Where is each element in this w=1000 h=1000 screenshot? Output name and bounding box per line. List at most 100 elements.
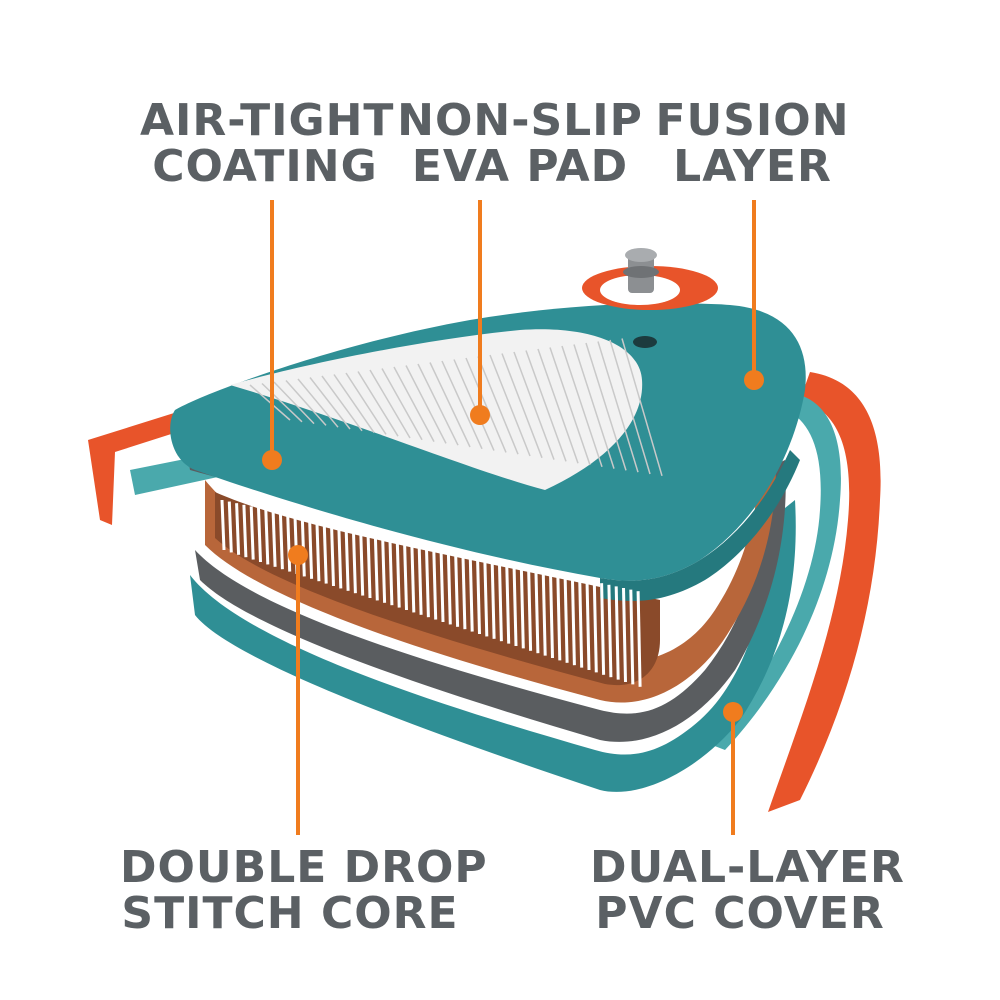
eva-pad-groove (321, 375, 363, 432)
bottom-teal-layer (190, 500, 796, 792)
drop-stitch-thread (395, 538, 401, 608)
valve-ring (623, 266, 659, 278)
drop-stitch-thread (373, 533, 379, 601)
drop-stitch-thread (308, 519, 314, 579)
eva-pad-groove (285, 380, 327, 426)
drop-stitch-thread (468, 554, 474, 632)
drop-stitch-thread (454, 551, 460, 627)
drop-stitch-thread (439, 547, 445, 623)
drop-stitch-thread (622, 587, 627, 683)
drop-stitch-thread (410, 541, 416, 613)
drop-stitch-thread (271, 511, 277, 567)
label-fusion-line1: FUSION (655, 95, 850, 146)
eva-pad-groove (513, 351, 555, 460)
drop-stitch-thread (417, 543, 423, 615)
drop-stitch-thread (278, 512, 284, 570)
label-air-tight-coating: AIR-TIGHT COATING (140, 95, 395, 192)
drop-stitch-thread (286, 514, 292, 572)
eva-pad-groove (333, 374, 375, 434)
drop-stitch-thread (600, 583, 606, 675)
drop-stitch-thread (388, 536, 394, 606)
drop-stitch-thread (483, 557, 489, 637)
eva-pad-groove (309, 377, 351, 430)
drop-stitch-thread (351, 528, 357, 594)
leader-core-dot (288, 545, 308, 565)
drop-stitch-thread (344, 527, 350, 591)
eva-pad-groove (357, 371, 399, 437)
drop-stitch-thread (359, 530, 365, 596)
leader-pvc-dot (723, 702, 743, 722)
drop-stitch-thread (578, 578, 584, 668)
drop-stitch-thread (424, 544, 430, 618)
drop-stitch-thread (527, 567, 533, 651)
drop-stitch-thread (476, 555, 481, 635)
drop-stitch-threads (220, 499, 642, 687)
drop-stitch-thread (512, 563, 518, 647)
label-double-drop-stitch-core: DOUBLE DROP STITCH CORE (120, 842, 488, 939)
eva-pad-groove (441, 360, 483, 450)
drop-stitch-thread (497, 560, 503, 642)
label-fusion-line2: LAYER (673, 141, 832, 192)
label-air-tight-line1: AIR-TIGHT (140, 95, 395, 146)
eva-pad-groove (381, 368, 423, 441)
teal-cover-strip-right (712, 395, 841, 750)
drop-stitch-thread (227, 501, 233, 553)
eva-pad-groove (261, 382, 303, 423)
drop-stitch-thread (490, 559, 496, 639)
drop-stitch-thread (556, 573, 562, 661)
drop-stitch-thread (315, 520, 321, 582)
drop-stitch-thread (629, 589, 635, 685)
drop-stitch-thread (592, 581, 598, 673)
drop-stitch-thread (519, 565, 525, 649)
drop-stitch-thread (403, 539, 408, 611)
label-air-tight-line2: COATING (152, 141, 378, 192)
eva-pad-groove (429, 362, 471, 448)
drop-stitch-thread (549, 571, 554, 659)
drop-stitch-thread (432, 546, 438, 620)
eva-pad-groove (621, 338, 663, 477)
drop-stitch-thread (330, 523, 335, 587)
valve-cap (625, 248, 657, 262)
drop-stitch-thread (461, 552, 467, 630)
drop-stitch-thread (337, 525, 343, 589)
drop-stitch-thread (242, 504, 248, 558)
eva-pad-groove (525, 350, 567, 462)
label-core-line2: STITCH CORE (121, 888, 459, 939)
eva-pad-groove (561, 345, 603, 468)
drop-stitch-thread (505, 562, 511, 644)
drop-stitch-thread (570, 576, 576, 666)
eva-pad-groove (477, 356, 519, 455)
drop-stitch-thread (235, 503, 241, 555)
drop-stitch-thread (636, 591, 642, 687)
drop-stitch-thread (446, 549, 452, 625)
hole (633, 336, 657, 348)
eva-pad-groove (345, 372, 387, 435)
drop-stitch-thread (614, 586, 620, 680)
drop-stitch-thread (322, 522, 328, 584)
eva-pad-groove (369, 369, 411, 439)
label-pvc-line1: DUAL-LAYER (590, 842, 905, 893)
drop-stitch-thread (249, 506, 255, 560)
drop-stitch-thread (220, 499, 226, 551)
eva-pad-grooves (249, 338, 663, 477)
drop-stitch-thread (534, 568, 540, 654)
eva-pad-groove (597, 341, 639, 473)
eva-pad-groove (489, 354, 531, 457)
label-non-slip-eva-pad: NON-SLIP EVA PAD (395, 98, 645, 190)
outer-orange-cover-left (88, 408, 190, 525)
drop-stitch-thread (381, 535, 387, 603)
label-core-line1: DOUBLE DROP (120, 842, 488, 893)
eva-pad-groove (417, 363, 459, 446)
eva-pad-groove (393, 366, 435, 442)
label-pvc-line2: PVC COVER (595, 888, 885, 939)
eva-pad-groove (453, 359, 495, 451)
drop-stitch-thread (541, 570, 547, 656)
eva-pad-groove (549, 347, 591, 466)
leader-fusion-dot (744, 370, 764, 390)
eva-pad-groove (537, 348, 579, 464)
label-dual-layer-pvc-cover: DUAL-LAYER PVC COVER (590, 842, 905, 939)
drop-stitch-thread (607, 584, 613, 678)
eva-pad-groove (573, 344, 615, 469)
